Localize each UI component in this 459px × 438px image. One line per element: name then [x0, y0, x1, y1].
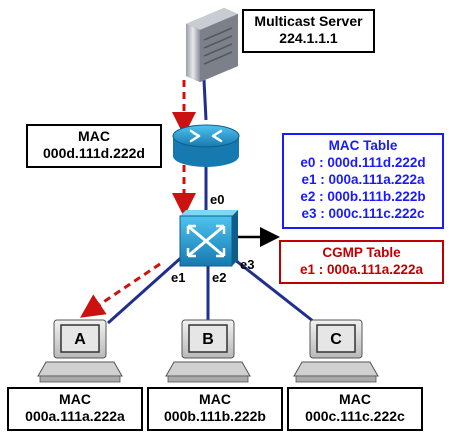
pc-c-letter: C: [330, 331, 342, 348]
pc-b-letter: B: [202, 331, 214, 348]
host-b-mac-label: MAC: [199, 391, 231, 407]
host-a-mac-value: 000a.111a.222a: [25, 408, 125, 424]
port-label-e3: e3: [240, 257, 255, 272]
pc-c-icon: [293, 319, 379, 383]
mac-table-title: MAC Table: [328, 138, 398, 153]
host-c-mac-label: MAC: [339, 391, 371, 407]
multicast-server-icon: [186, 8, 238, 82]
server-title: Multicast Server: [254, 13, 363, 29]
mac-table-entry-e1: e1 : 000a.111a.222a: [301, 172, 425, 187]
host-b-mac-value: 000b.111b.222b: [164, 408, 266, 424]
host-a-mac-label: MAC: [59, 391, 91, 407]
host-c-mac-box: MAC 000c.111c.222c: [287, 387, 423, 431]
mac-table-entry-e0: e0 : 000d.111d.222d: [300, 155, 426, 170]
mac-table-entry-e3: e3 : 000c.111c.222c: [301, 206, 425, 221]
host-c-mac-value: 000c.111c.222c: [305, 408, 405, 424]
host-b-mac-box: MAC 000b.111b.222b: [147, 387, 283, 431]
mac-table-entry-e2: e2 : 000b.111b.222b: [300, 189, 426, 204]
cgmp-table-box: CGMP Table e1 : 000a.111a.222a: [279, 240, 444, 284]
pc-a-icon: [37, 319, 123, 383]
cgmp-table-title: CGMP Table: [322, 245, 401, 260]
port-label-e2: e2: [212, 270, 227, 285]
router-icon: [172, 124, 240, 167]
mac-table-box: MAC Table e0 : 000d.111d.222d e1 : 000a.…: [282, 133, 444, 229]
switch-icon: [179, 210, 238, 267]
pc-b-icon: [165, 319, 251, 383]
link-switch-pc-c: [229, 254, 319, 327]
server-address: 224.1.1.1: [279, 30, 338, 46]
router-mac-value: 000d.111d.222d: [43, 145, 145, 161]
router-mac-box: MAC 000d.111d.222d: [26, 124, 162, 168]
link-switch-pc-a: [107, 254, 184, 325]
pc-a-letter: A: [74, 331, 86, 348]
multicast-arrow-switch-to-pc-a: [80, 262, 161, 318]
cgmp-table-entry: e1 : 000a.111a.222a: [299, 262, 424, 277]
port-label-e0: e0: [210, 192, 225, 207]
host-a-mac-box: MAC 000a.111a.222a: [7, 387, 143, 431]
server-label-box: Multicast Server 224.1.1.1: [242, 9, 375, 53]
router-mac-label: MAC: [78, 128, 110, 144]
link-server-router: [202, 79, 208, 121]
port-label-e1: e1: [171, 270, 186, 285]
